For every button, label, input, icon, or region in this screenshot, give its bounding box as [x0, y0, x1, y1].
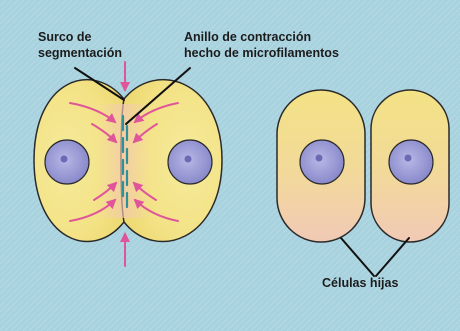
label-cleavage-furrow-line1: Surco de — [38, 29, 122, 45]
label-cleavage-furrow: Surco de segmentación — [38, 29, 122, 61]
daughter-nucleus-right — [389, 140, 433, 184]
nucleus-right — [168, 140, 212, 184]
label-contractile-ring-line1: Anillo de contracción — [184, 29, 339, 45]
label-cleavage-furrow-line2: segmentación — [38, 45, 122, 61]
label-contractile-ring: Anillo de contracción hecho de microfila… — [184, 29, 339, 61]
label-daughter-cells: Células hijas — [322, 275, 398, 291]
daughter-nucleus-left — [300, 140, 344, 184]
label-contractile-ring-line2: hecho de microfilamentos — [184, 45, 339, 61]
nucleus-left — [45, 140, 89, 184]
